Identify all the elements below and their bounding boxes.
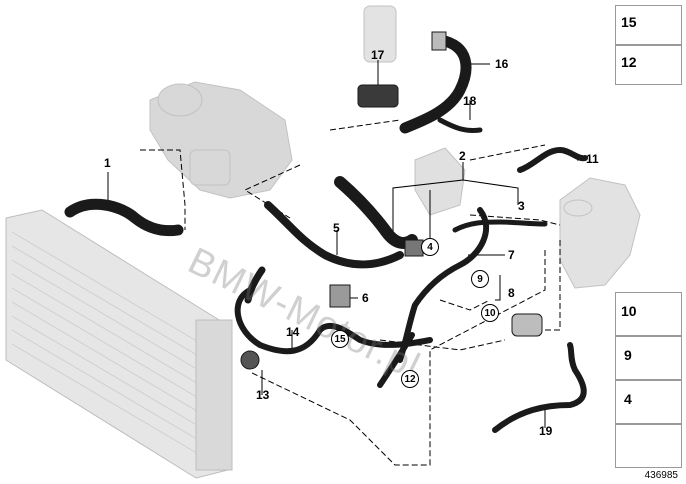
- callout-16: 16: [495, 57, 509, 71]
- valve-17: [357, 84, 399, 108]
- hose-18: [437, 117, 483, 133]
- callout-19: 19: [539, 424, 553, 438]
- thermostat-ghost: [414, 147, 466, 216]
- components: [240, 31, 543, 370]
- hose-11: [517, 147, 588, 173]
- connector-13: [240, 350, 260, 370]
- hose-5: [264, 201, 404, 269]
- legend-panel-4: 4: [615, 380, 682, 424]
- callout-14: 14: [286, 325, 300, 339]
- engine-block-ghost: [149, 81, 293, 199]
- radiator: [5, 209, 233, 479]
- callout-1: 1: [104, 156, 111, 170]
- callout-11: 11: [586, 152, 599, 166]
- callout-15: 15: [331, 330, 349, 348]
- callout-9: 9: [471, 270, 489, 288]
- callout-2: 2: [459, 149, 466, 163]
- callout-7: 7: [508, 248, 515, 262]
- hose-hp-short: [244, 266, 266, 304]
- hose-19: [492, 342, 587, 433]
- assembly-lines: [69, 119, 561, 466]
- callout-12: 12: [401, 370, 419, 388]
- pump-15: [511, 313, 543, 337]
- hose-12: [377, 332, 415, 388]
- bracket-6: [329, 284, 351, 308]
- hoses: [64, 34, 588, 433]
- hose-1: [64, 198, 184, 237]
- hose-2-extra: [452, 219, 548, 233]
- hose-16: [399, 34, 472, 134]
- legend-label-15: 15: [621, 14, 637, 30]
- hose-3: [334, 176, 418, 249]
- legend-label-4: 4: [624, 391, 632, 407]
- connector-16-end: [431, 31, 447, 51]
- callout-6: 6: [362, 291, 369, 305]
- diagram-id: 436985: [644, 470, 678, 481]
- callout-5: 5: [333, 221, 340, 235]
- egr-cooler-ghost: [363, 5, 397, 63]
- legend-panel-12: 12: [615, 45, 682, 85]
- legend-label-9: 9: [624, 347, 632, 363]
- callout-10: 10: [481, 304, 499, 322]
- callout-13: 13: [256, 388, 270, 402]
- callout-17: 17: [371, 48, 385, 62]
- callout-3: 3: [518, 199, 525, 213]
- legend-panel-15: 15: [615, 5, 682, 45]
- hose-14: [234, 287, 433, 355]
- legend-panel-arrow: [615, 424, 682, 468]
- legend-label-12: 12: [621, 54, 637, 70]
- callout-4: 4: [421, 238, 439, 256]
- callout-18: 18: [463, 94, 477, 108]
- hose-7: [397, 207, 489, 363]
- legend-panel-10: 10: [615, 292, 682, 336]
- legend-panel-9: 9: [615, 336, 682, 380]
- callout-8: 8: [508, 286, 515, 300]
- expansion-tank-ghost: [559, 177, 641, 289]
- legend-label-10: 10: [621, 303, 637, 319]
